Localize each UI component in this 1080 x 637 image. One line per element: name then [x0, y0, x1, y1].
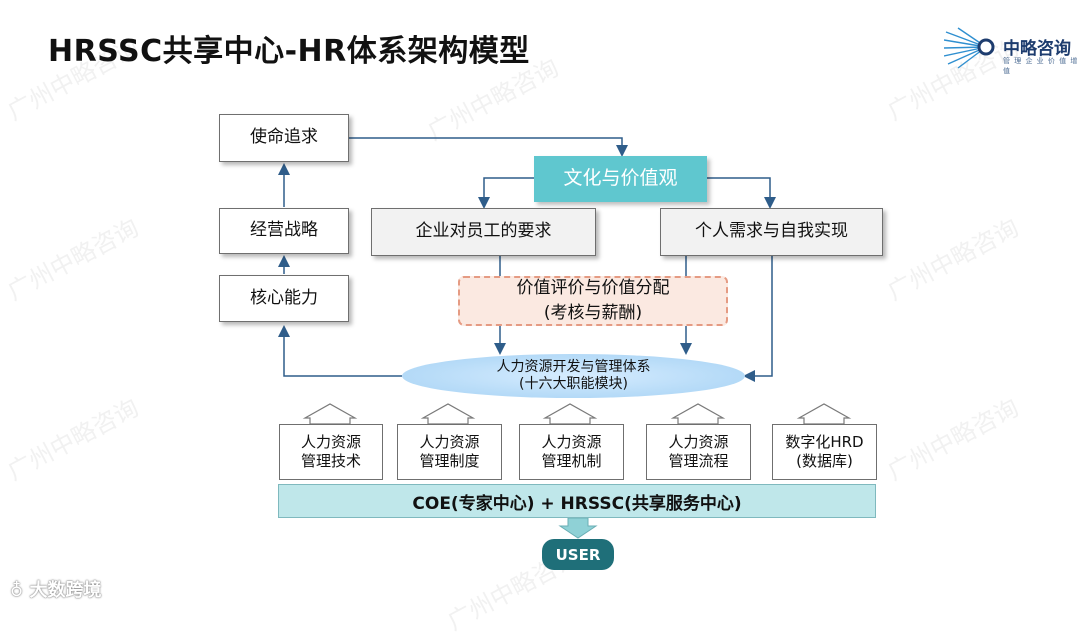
capability-box: 核心能力: [219, 275, 349, 322]
footer-brand-label: 大数跨境: [29, 580, 102, 601]
enterprise-requirement-label: 企业对员工的要求: [415, 221, 552, 242]
module-line2: 管理机制: [541, 452, 602, 470]
module-line1: 人力资源: [668, 432, 729, 451]
hr-system-ellipse: 人力资源开发与管理体系 (十六大职能模块): [402, 354, 745, 398]
logo-name: 中略咨询: [1003, 39, 1071, 59]
module-line1: 人力资源: [541, 432, 602, 451]
up-arrow-4: [670, 403, 726, 425]
watermark: 广州中略咨询: [3, 393, 144, 486]
company-logo-icon: [944, 27, 995, 69]
module-line2: 管理制度: [419, 452, 480, 470]
arrow-hr-to-capability: [278, 325, 402, 377]
hr-system-line1: 人力资源开发与管理体系: [496, 359, 651, 376]
hr-system-line2: (十六大职能模块): [519, 376, 628, 392]
strategy-label: 经营战略: [250, 220, 318, 241]
page-title: HRSSC共享中心-HR体系架构模型: [48, 34, 530, 69]
module-technique: 人力资源 管理技术: [279, 424, 383, 480]
module-line2: 管理技术: [300, 452, 361, 470]
arrow-personal-to-hr-side: [743, 256, 773, 382]
down-arrow-to-user: [558, 517, 598, 539]
module-line2: (数据库): [796, 452, 853, 470]
personal-need-box: 个人需求与自我实现: [660, 208, 883, 256]
watermark: 广州中略咨询: [883, 213, 1024, 306]
arrow-culture-to-enterprise: [478, 177, 534, 209]
platform-label: COE(专家中心) + HRSSC(共享服务中心): [412, 493, 742, 514]
watermark: 广州中略咨询: [3, 213, 144, 306]
logo-tagline: 管 理 企 业 价 值 增 值: [1003, 57, 1079, 75]
footer-brand: ♁ 大数跨境: [10, 576, 101, 602]
up-arrow-3: [542, 403, 598, 425]
footer-brand-icon: ♁: [10, 580, 30, 601]
personal-need-label: 个人需求与自我实现: [695, 221, 848, 242]
evaluation-line1: 价值评价与价值分配: [516, 278, 670, 299]
arrow-mission-to-culture: [348, 137, 628, 157]
user-node: USER: [542, 539, 614, 570]
culture-box: 文化与价值观: [534, 156, 707, 202]
mission-label: 使命追求: [250, 127, 318, 148]
evaluation-box: 价值评价与价值分配 (考核与薪酬): [458, 276, 728, 326]
module-mechanism: 人力资源 管理机制: [519, 424, 624, 480]
capability-label: 核心能力: [250, 287, 318, 308]
evaluation-line2: (考核与薪酬): [543, 303, 643, 323]
arrow-culture-to-personal: [707, 177, 776, 209]
module-process: 人力资源 管理流程: [646, 424, 751, 480]
up-arrow-1: [302, 403, 358, 425]
enterprise-requirement-box: 企业对员工的要求: [371, 208, 596, 256]
module-policy: 人力资源 管理制度: [397, 424, 502, 480]
module-line1: 人力资源: [419, 432, 480, 451]
up-arrow-2: [420, 403, 476, 425]
strategy-box: 经营战略: [219, 208, 349, 254]
module-digital-hrd: 数字化HRD (数据库): [772, 424, 877, 480]
mission-box: 使命追求: [219, 114, 349, 162]
module-line1: 数字化HRD: [785, 432, 864, 451]
culture-label: 文化与价值观: [563, 167, 678, 190]
module-line2: 管理流程: [668, 452, 729, 470]
watermark: 广州中略咨询: [883, 393, 1024, 486]
user-label: USER: [555, 545, 601, 564]
module-line1: 人力资源: [300, 432, 361, 451]
coe-hrssc-platform: COE(专家中心) + HRSSC(共享服务中心): [278, 484, 876, 518]
up-arrow-5: [796, 403, 852, 425]
